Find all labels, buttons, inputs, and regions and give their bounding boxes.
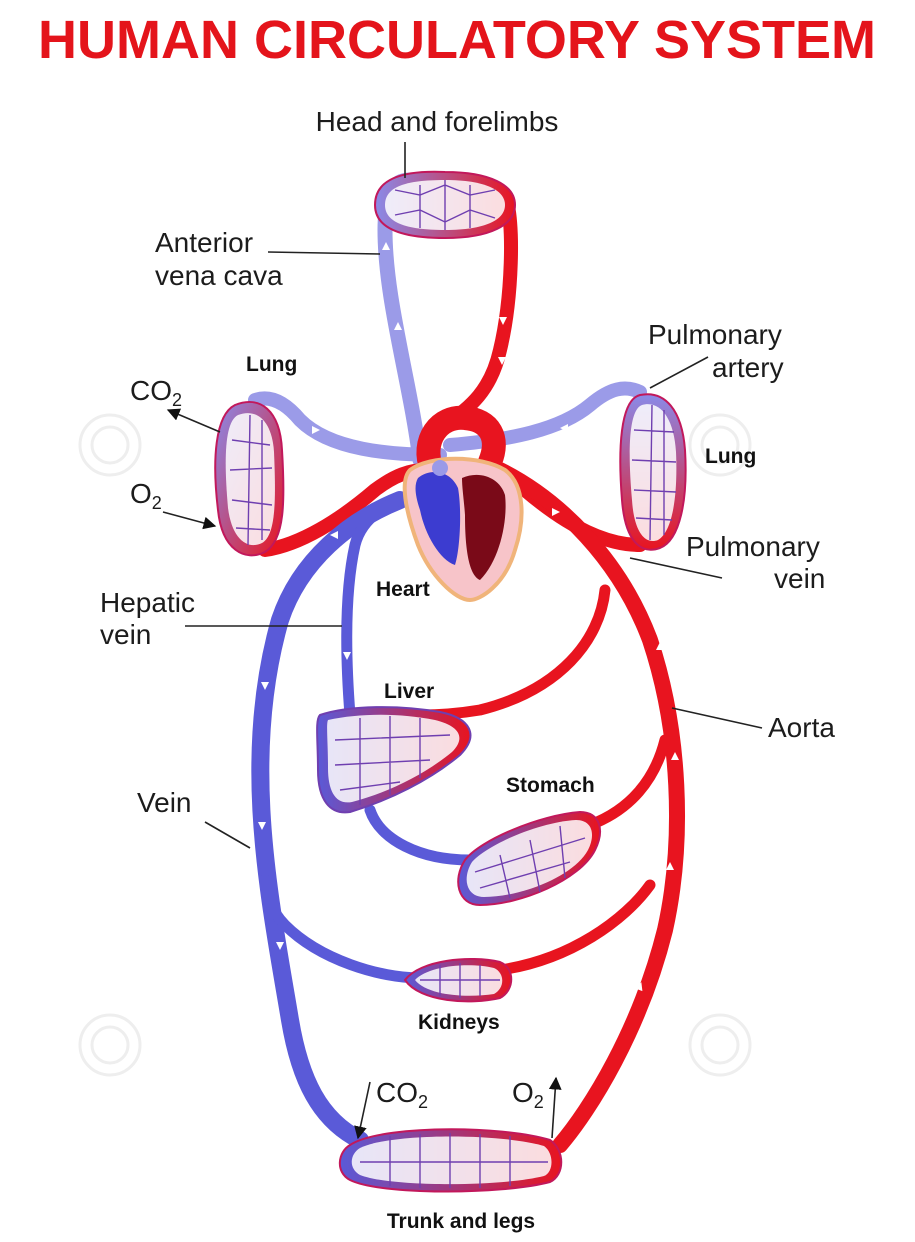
o2-arrow-trunk xyxy=(548,1076,562,1139)
kidneys-capillary-bed xyxy=(403,958,513,1003)
label-trunk: Trunk and legs xyxy=(387,1210,535,1233)
renal-vein xyxy=(259,874,426,984)
trunk-capillary-bed xyxy=(338,1128,563,1193)
head-capillary-bed xyxy=(373,170,517,240)
label-lung-right: Lung xyxy=(705,445,756,468)
liver-capillary-bed xyxy=(316,706,472,814)
pulmonary-artery-left xyxy=(248,391,447,462)
label-lung-left: Lung xyxy=(246,353,297,376)
label-hepatic-vein-1: Hepatic xyxy=(100,587,195,618)
label-pulmonary-vein-2: vein xyxy=(774,563,825,594)
label-pulmonary-artery-2: artery xyxy=(712,352,784,383)
hepatic-artery xyxy=(414,584,611,721)
heart xyxy=(402,456,524,603)
label-stomach: Stomach xyxy=(506,774,595,797)
stomach-capillary-bed xyxy=(457,810,601,907)
label-co2-trunk: CO2 xyxy=(376,1077,428,1112)
o2-arrow-lung xyxy=(162,511,217,530)
vein xyxy=(251,491,409,1149)
label-pulmonary-artery-1: Pulmonary xyxy=(648,319,782,350)
label-heart: Heart xyxy=(376,578,430,601)
leader-pulmonary-vein xyxy=(629,557,723,579)
label-anterior-vena-cava-1: Anterior xyxy=(155,227,253,258)
label-anterior-vena-cava-2: vena cava xyxy=(155,260,283,291)
label-head: Head and forelimbs xyxy=(316,106,559,137)
label-pulmonary-vein-1: Pulmonary xyxy=(686,531,820,562)
label-o2-lung: O2 xyxy=(130,478,162,513)
label-co2-lung: CO2 xyxy=(130,375,182,410)
flow-arrows xyxy=(258,242,679,992)
co2-arrow-lung xyxy=(166,408,221,433)
lung-left-capillary-bed xyxy=(214,401,285,557)
left-ventricle xyxy=(462,474,506,580)
label-liver: Liver xyxy=(384,680,434,703)
aorta xyxy=(492,462,685,1153)
hepatic-vein xyxy=(341,494,406,721)
renal-artery xyxy=(494,879,656,976)
leader-vein xyxy=(204,821,251,849)
gastric-artery xyxy=(584,734,671,831)
diagram-title: HUMAN CIRCULATORY SYSTEM xyxy=(38,10,876,70)
leader-pulmonary-artery xyxy=(649,356,709,389)
leader-vena-cava xyxy=(267,251,381,255)
aortic-arch xyxy=(416,405,506,482)
label-vein: Vein xyxy=(137,787,192,818)
right-ventricle xyxy=(415,472,461,565)
label-kidneys: Kidneys xyxy=(418,1011,500,1034)
co2-arrow-trunk xyxy=(354,1081,371,1140)
lung-right-capillary-bed xyxy=(619,393,687,551)
label-o2-trunk: O2 xyxy=(512,1077,544,1112)
leader-aorta xyxy=(671,707,763,729)
label-aorta: Aorta xyxy=(768,712,835,743)
portal-vein xyxy=(364,804,476,866)
watermark xyxy=(78,413,752,1077)
label-hepatic-vein-2: vein xyxy=(100,619,151,650)
